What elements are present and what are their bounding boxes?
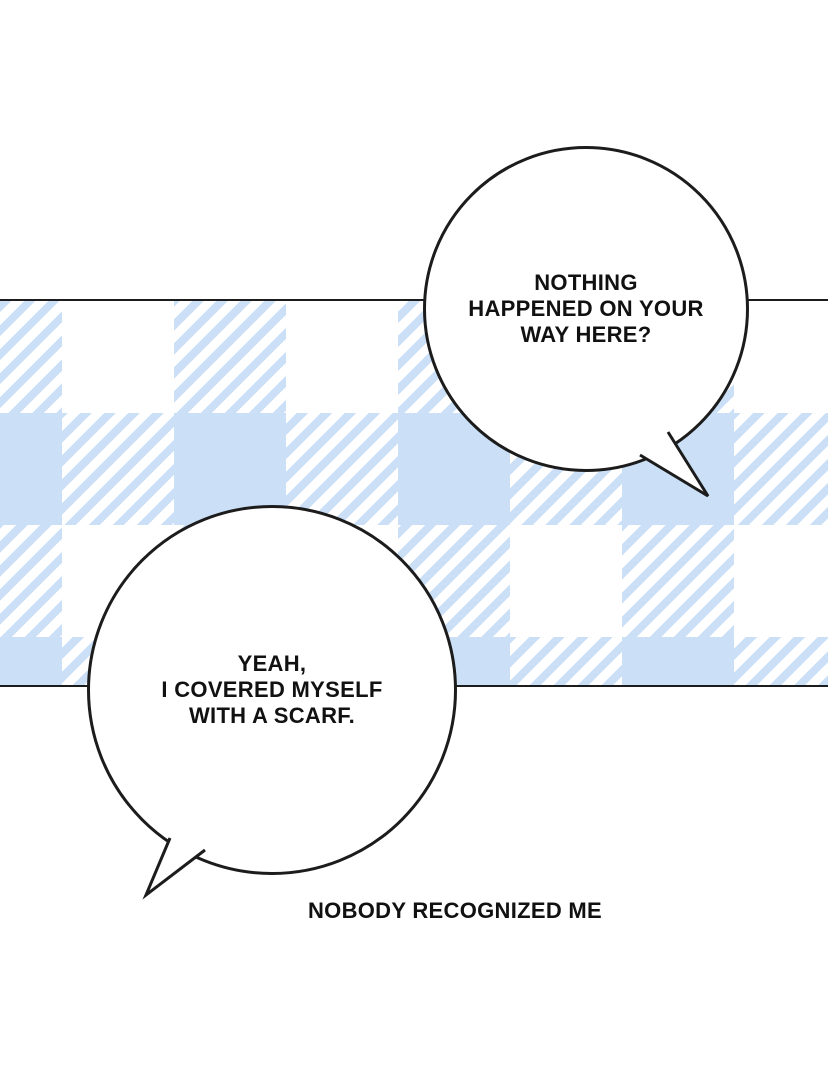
caption-text: NOBODY RECOGNIZED ME — [307, 898, 603, 923]
speech-bubble-top-tail-icon — [639, 431, 710, 498]
speech-bubble-top-text: NOTHING HAPPENED ON YOUR WAY HERE? — [468, 270, 704, 347]
speech-bubble-top: NOTHING HAPPENED ON YOUR WAY HERE? — [423, 146, 749, 472]
speech-bubble-bottom: YEAH, I COVERED MYSELF WITH A SCARF. — [87, 505, 457, 875]
speech-bubble-bottom-tail-icon — [142, 837, 206, 900]
speech-bubble-bottom-text: YEAH, I COVERED MYSELF WITH A SCARF. — [161, 651, 383, 728]
